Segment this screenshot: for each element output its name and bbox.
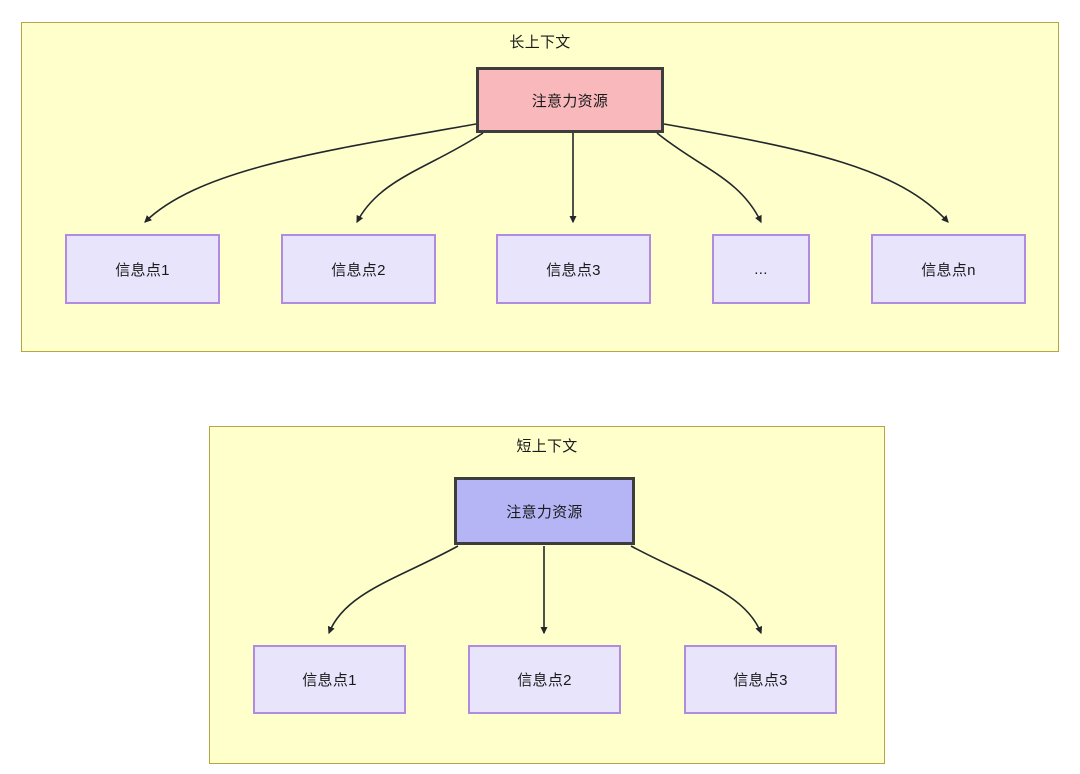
node-label: 信息点1 (115, 261, 170, 279)
node-label: 信息点3 (733, 672, 788, 689)
node-label: 信息点1 (302, 672, 357, 689)
node-label: ... (754, 260, 768, 278)
node-info-point-2-short[interactable]: 信息点2 (468, 645, 621, 714)
node-label: 注意力资源 (531, 92, 609, 110)
node-label: 信息点3 (546, 261, 601, 279)
group-short-context-title: 短上下文 (516, 438, 578, 455)
node-attention-resource-long[interactable]: 注意力资源 (476, 67, 664, 133)
node-info-point-ellipsis-long[interactable]: ... (712, 234, 810, 304)
node-label: 信息点2 (517, 672, 572, 689)
node-info-point-1-short[interactable]: 信息点1 (253, 645, 406, 714)
node-info-point-n-long[interactable]: 信息点n (871, 234, 1026, 304)
node-info-point-3-short[interactable]: 信息点3 (684, 645, 837, 714)
node-info-point-3-long[interactable]: 信息点3 (496, 234, 651, 304)
node-attention-resource-short[interactable]: 注意力资源 (454, 477, 635, 545)
node-label: 注意力资源 (506, 503, 583, 521)
group-long-context-title: 长上下文 (509, 34, 571, 51)
node-info-point-2-long[interactable]: 信息点2 (281, 234, 436, 304)
node-info-point-1-long[interactable]: 信息点1 (65, 234, 220, 304)
node-label: 信息点n (921, 261, 976, 279)
node-label: 信息点2 (331, 261, 386, 279)
